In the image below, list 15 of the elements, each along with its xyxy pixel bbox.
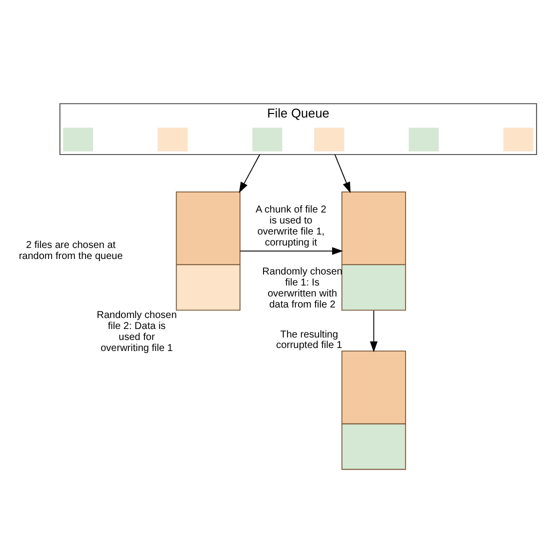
arrow [370, 310, 378, 352]
node-label: The resulting corrupted file 1 [276, 328, 342, 351]
label: 2 files are chosen at random from the queue [18, 240, 123, 262]
arrow [240, 246, 344, 254]
node-box [63, 127, 94, 151]
arrow [334, 154, 351, 193]
node-box [408, 127, 439, 151]
node-label: Randomly chosen file 2: Data is used for overwriting file 1 [96, 310, 177, 354]
node-box [158, 127, 188, 151]
node-box [252, 127, 282, 151]
cluster: File Queue [59, 102, 538, 155]
node-box [314, 127, 344, 151]
arrow [238, 154, 260, 193]
node-box [503, 127, 534, 151]
edge-label: A chunk of file 2 is used to overwrite file 1, corrupting it [256, 204, 326, 248]
